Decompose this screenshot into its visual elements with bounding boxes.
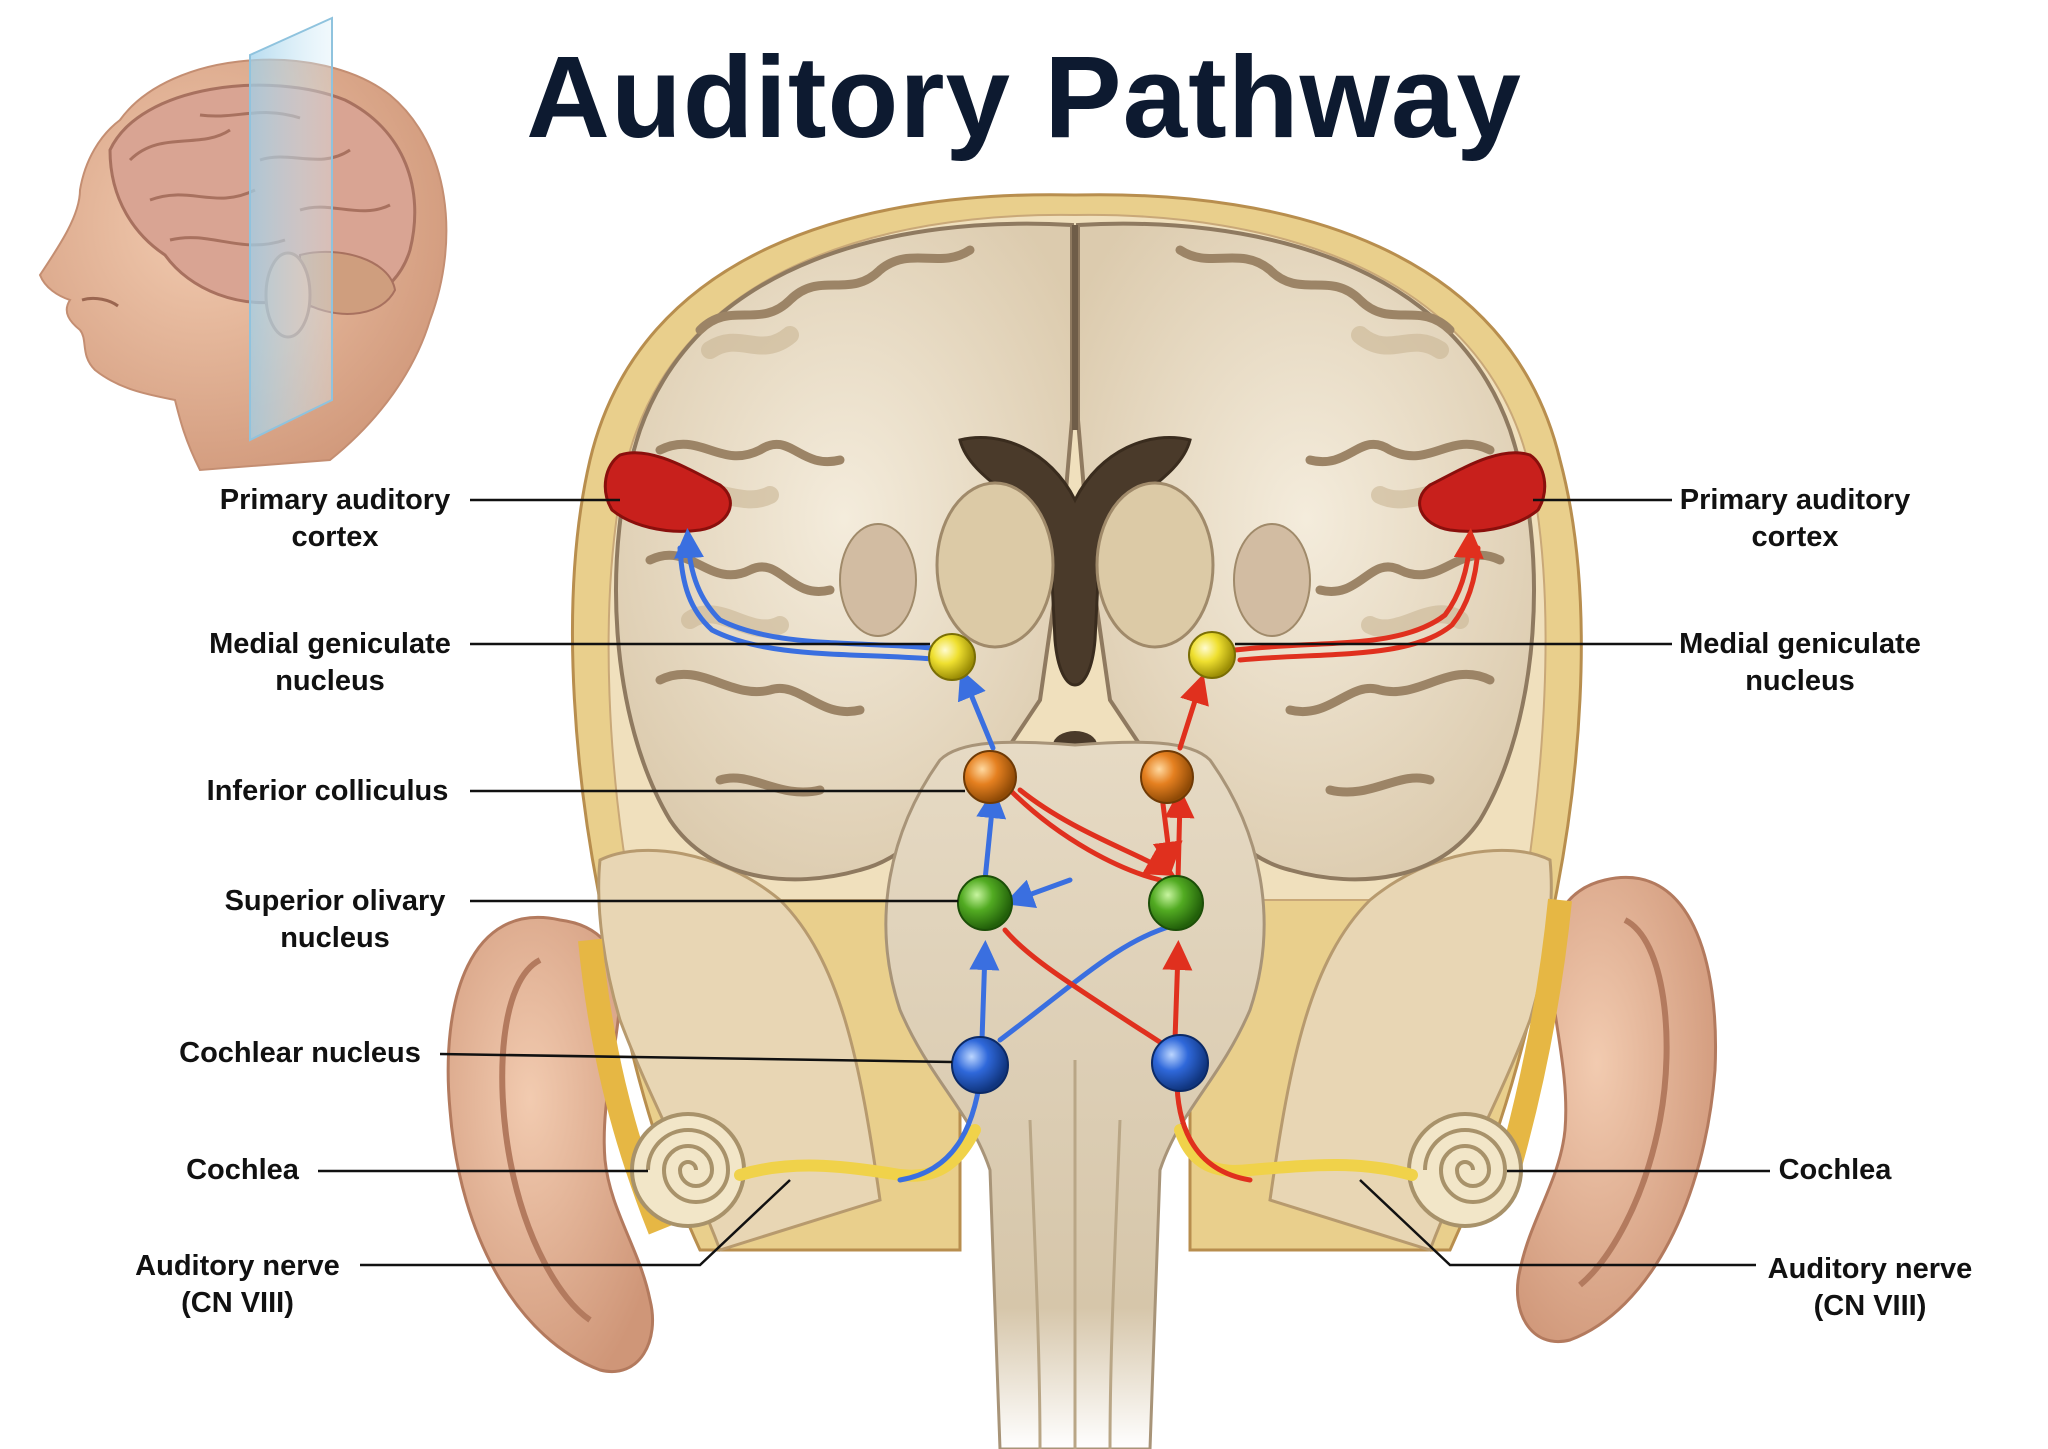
left-auditory-nerve-fibers [734,1124,981,1182]
left-inferior-colliculus [963,750,1017,804]
label-line: nucleus [275,665,385,697]
left-hemisphere [614,221,1074,882]
right-superior-olivary-nucleus [1148,875,1204,931]
label-line: Inferior colliculus [206,775,449,807]
brainstem-striations [1028,1060,1122,1449]
label-line: Superior olivary [224,885,446,917]
label-line: Auditory nerve [135,1250,340,1282]
label-left-auditory-nerve: Auditory nerve (CN VIII) [120,1248,355,1322]
label-left-cochlea: Cochlea [170,1152,315,1189]
left-thalamus [935,481,1055,649]
right-inferior-colliculus [1140,750,1194,804]
label-line: Medial geniculate [209,628,451,660]
label-right-auditory-nerve: Auditory nerve (CN VIII) [1750,1251,1990,1325]
label-right-primary-auditory-cortex: Primary auditory cortex [1660,482,1930,556]
label-right-medial-geniculate-nucleus: Medial geniculate nucleus [1660,626,1940,700]
label-line: Cochlear nucleus [179,1037,421,1069]
right-putamen [1233,523,1311,637]
label-left-medial-geniculate-nucleus: Medial geniculate nucleus [195,626,465,700]
right-auditory-nerve-fibers [1174,1124,1418,1181]
leader-left-cochlear-nucleus [439,1052,953,1064]
leader-lines [318,498,1770,1267]
label-line: Primary auditory [219,484,451,516]
right-cochlea-illustration [1407,1112,1523,1228]
label-line: Medial geniculate [1679,628,1921,660]
coronal-plane-indicator [249,16,333,442]
label-left-primary-auditory-cortex: Primary auditory cortex [205,482,465,556]
label-left-cochlear-nucleus: Cochlear nucleus [165,1035,435,1072]
label-line: cortex [1751,521,1839,553]
leader-left-auditory-nerve [360,1179,791,1267]
label-line: cortex [291,521,379,553]
label-line: nucleus [1745,665,1855,697]
label-line: Auditory nerve [1767,1253,1973,1285]
label-right-cochlea: Cochlea [1765,1152,1905,1189]
right-pathway-red [1002,528,1484,1183]
label-line: Cochlea [186,1154,299,1186]
label-line: (CN VIII) [1813,1290,1927,1322]
label-line: (CN VIII) [181,1287,294,1319]
left-cochlear-nucleus [951,1036,1009,1094]
right-primary-auditory-cortex [1418,451,1547,533]
label-line: Primary auditory [1679,484,1911,516]
left-medial-geniculate-nucleus [928,633,976,681]
right-thalamus [1095,481,1215,649]
leader-right-auditory-nerve [1359,1179,1756,1267]
left-cochlea-illustration [630,1112,746,1228]
right-medial-geniculate-nucleus [1188,631,1236,679]
label-left-inferior-colliculus: Inferior colliculus [190,773,465,810]
label-left-superior-olivary-nucleus: Superior olivary nucleus [205,883,465,957]
diagram-title: Auditory Pathway [526,32,1522,162]
label-line: nucleus [280,922,390,954]
label-line: Cochlea [1778,1154,1892,1186]
left-superior-olivary-nucleus [957,875,1013,931]
left-putamen [839,523,917,637]
right-cochlear-nucleus [1151,1034,1209,1092]
